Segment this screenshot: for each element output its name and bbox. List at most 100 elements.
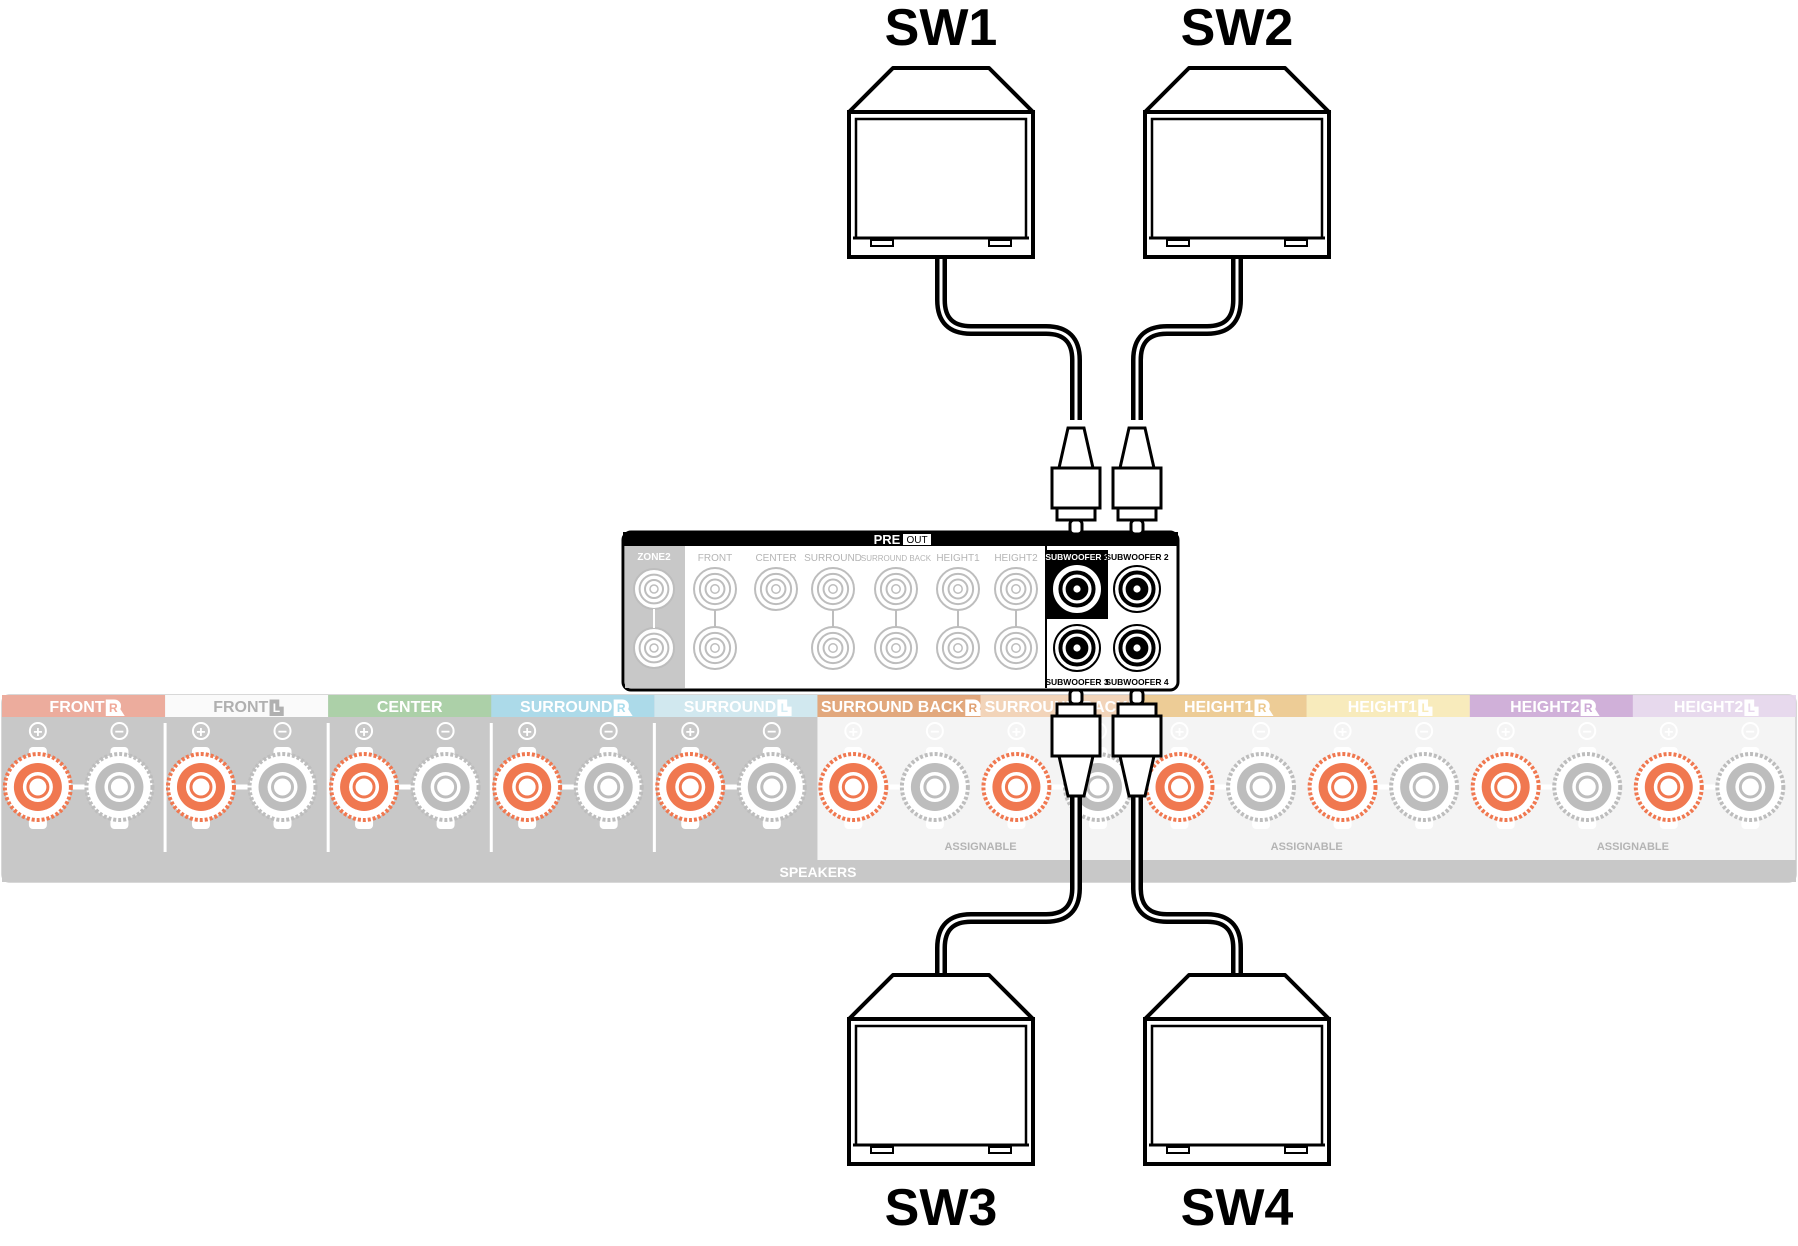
pre-out-jack	[936, 567, 980, 611]
jack-pin	[649, 584, 659, 594]
speaker-channel-2: CENTER+−	[326, 695, 492, 852]
plus-terminal-core	[678, 775, 702, 799]
pre-out-jack	[874, 567, 918, 611]
subwoofer-sw2: SW2	[1143, 0, 1331, 259]
subwoofer-sw1: SW1	[847, 0, 1035, 259]
plus-sign: +	[1664, 724, 1673, 741]
minus-sign: −	[1419, 724, 1428, 741]
channel-side-badge: L	[1748, 701, 1755, 715]
channel-header-bg	[491, 695, 655, 717]
assignable-label: ASSIGNABLE	[944, 841, 1016, 853]
speaker-channel-6: SURROUND BACK L+−	[980, 695, 1144, 829]
plus-marker	[1659, 722, 1678, 740]
subwoofer-sw3: SW3	[847, 973, 1035, 1237]
pre-out-channel-label: SURROUND BACK	[861, 554, 932, 563]
zone2-jack-bottom	[633, 627, 675, 669]
subwoofer-label: SW4	[1181, 1179, 1294, 1237]
jack-pin	[710, 643, 720, 653]
minus-marker	[436, 722, 455, 740]
subwoofer-jack-3	[1053, 624, 1101, 672]
plus-terminal-core	[352, 775, 376, 799]
pre-out-out-bg	[903, 534, 931, 545]
channel-header-label: CENTER	[377, 699, 443, 716]
speaker-panel-footer-bar	[2, 860, 1796, 882]
plug-body	[1111, 466, 1163, 510]
minus-terminal-core	[923, 775, 947, 799]
subwoofer-foot-left	[870, 1146, 894, 1154]
pre-out-channel-label: FRONT	[698, 553, 732, 564]
plug-body	[1111, 714, 1163, 758]
plus-terminal-core	[1494, 775, 1518, 799]
minus-terminal-core	[1412, 775, 1436, 799]
plus-terminal-core	[841, 775, 865, 799]
channel-header-label: HEIGHT1 L	[1348, 699, 1429, 716]
subwoofer-foot-right	[1284, 239, 1308, 247]
pre-out-jack	[693, 567, 737, 611]
cable-sw1-highlight	[939, 252, 1078, 420]
plug-ring	[1116, 702, 1158, 718]
subwoofer-lid	[847, 66, 1035, 114]
minus-terminal-core	[1575, 775, 1599, 799]
subwoofer-jack-2	[1113, 565, 1161, 613]
minus-marker	[1415, 722, 1434, 740]
subwoofer-foot-left	[1166, 239, 1190, 247]
jack-pin	[1071, 642, 1083, 654]
subwoofer-foot-left	[1166, 1146, 1190, 1154]
plug-subwoofer2	[1111, 426, 1163, 536]
channel-header-bg	[654, 695, 818, 717]
minus-sign: −	[441, 724, 450, 741]
subwoofer-jack-label: SUBWOOFER 3	[1045, 677, 1109, 687]
subwoofer-lid	[1143, 973, 1331, 1021]
minus-sign: −	[930, 724, 939, 741]
channel-side-badge: R	[968, 701, 977, 715]
plus-terminal-core	[189, 775, 213, 799]
channel-header-bg	[165, 695, 329, 717]
pre-out-channel-label: CENTER	[755, 553, 796, 564]
subwoofer-label: SW1	[885, 0, 998, 57]
speaker-channel-8: HEIGHT1 L+ −	[1306, 695, 1470, 829]
pre-out-channel-label: SURROUND	[804, 553, 862, 564]
channel-side-badge: L	[273, 701, 280, 715]
subwoofer-jack-4	[1113, 624, 1161, 672]
speakers-footer-label: SPEAKERS	[779, 864, 856, 880]
plus-sign: +	[686, 724, 695, 741]
plug-ring	[1055, 506, 1097, 522]
channel-header-label: SURROUND L	[684, 699, 788, 716]
pre-out-jack	[936, 626, 980, 670]
assignable-label: ASSIGNABLE	[1271, 841, 1343, 853]
subwoofer-lid	[1143, 66, 1331, 114]
subwoofer-foot-right	[988, 1146, 1012, 1154]
plus-marker	[681, 722, 700, 740]
pre-out-jack	[811, 567, 855, 611]
jack-pin	[891, 584, 901, 594]
pre-out-jack	[811, 626, 855, 670]
plus-marker	[1496, 722, 1515, 740]
channel-header-bg	[328, 695, 492, 717]
speaker-channel-3: SURROUND R+−	[489, 695, 655, 852]
channel-header-bg	[2, 695, 166, 717]
speaker-channel-4: SURROUND L+−	[652, 695, 818, 852]
subwoofer-label: SW2	[1181, 0, 1294, 57]
pre-out-jack	[994, 626, 1038, 670]
subwoofer-jack-1	[1053, 565, 1101, 613]
minus-terminal-core	[1086, 775, 1110, 799]
plus-marker	[355, 722, 374, 740]
channel-header-label: HEIGHT2 L	[1674, 699, 1755, 716]
plus-marker	[28, 722, 47, 740]
minus-terminal-core	[597, 775, 621, 799]
minus-marker	[925, 722, 944, 740]
plus-terminal-core	[1168, 775, 1192, 799]
speaker-channel-9: HEIGHT2 R+−	[1469, 695, 1633, 829]
speaker-channel-1: FRONT L+−	[163, 695, 329, 852]
plus-sign: +	[1338, 724, 1347, 741]
channel-header-label: HEIGHT1 R	[1184, 699, 1267, 716]
plus-sign: +	[1175, 724, 1184, 741]
zone2-label: ZONE2	[637, 552, 671, 563]
channel-header-label: SURROUND R	[520, 699, 626, 716]
minus-marker	[1578, 722, 1597, 740]
minus-sign: −	[1256, 724, 1265, 741]
minus-marker	[762, 722, 781, 740]
